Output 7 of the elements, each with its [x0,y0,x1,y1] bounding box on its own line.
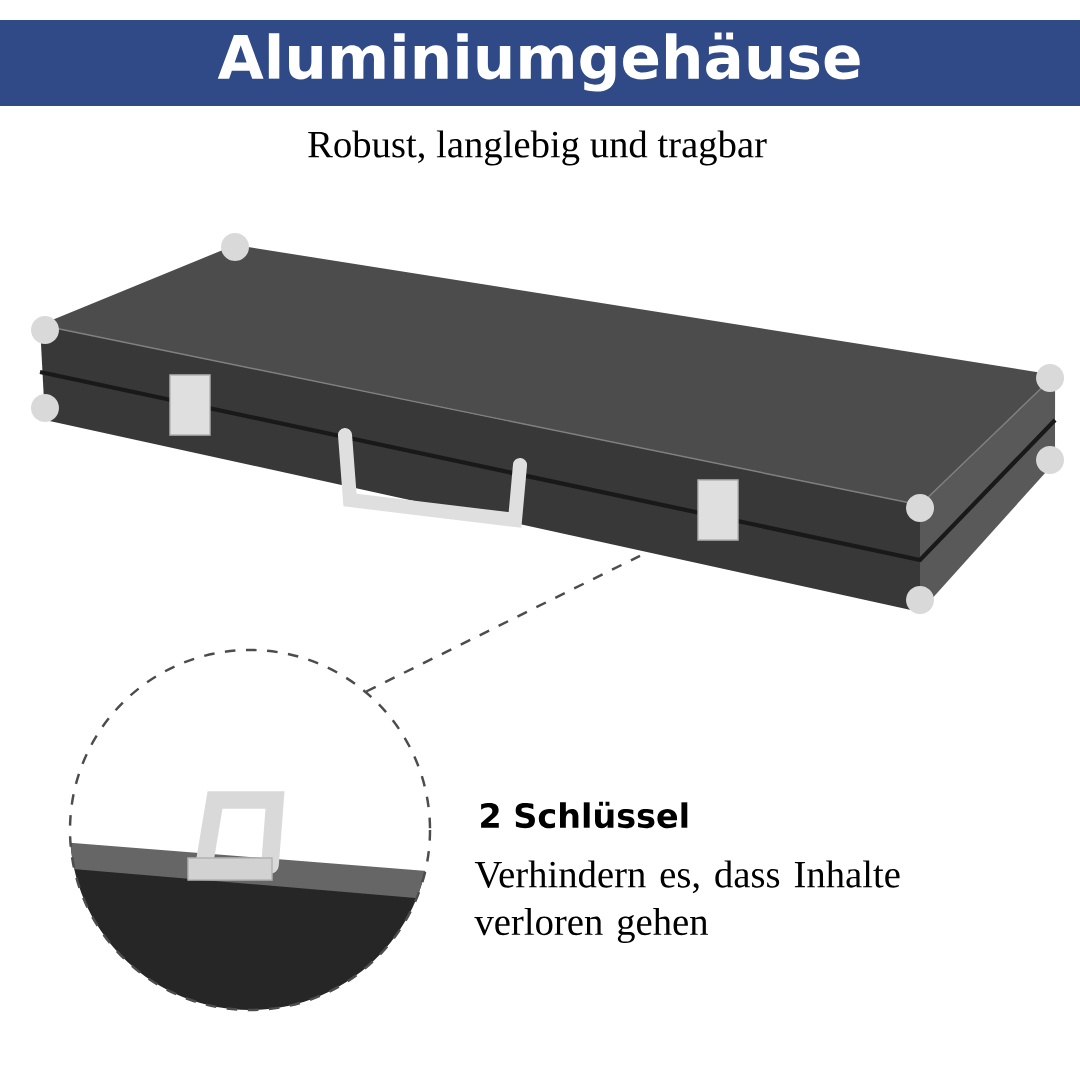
feature-heading: 2 Schlüssel [481,801,688,829]
title-banner: Aluminiumgehäuse [0,20,1080,106]
latch-closeup-drawing [68,648,432,1012]
feature-description: Verhindern es, dass Inhalte verloren gehen [474,860,900,944]
subtitle: Robust, langlebig und tragbar [308,130,767,166]
leader-line [365,554,641,693]
case-drawing [31,233,1064,614]
